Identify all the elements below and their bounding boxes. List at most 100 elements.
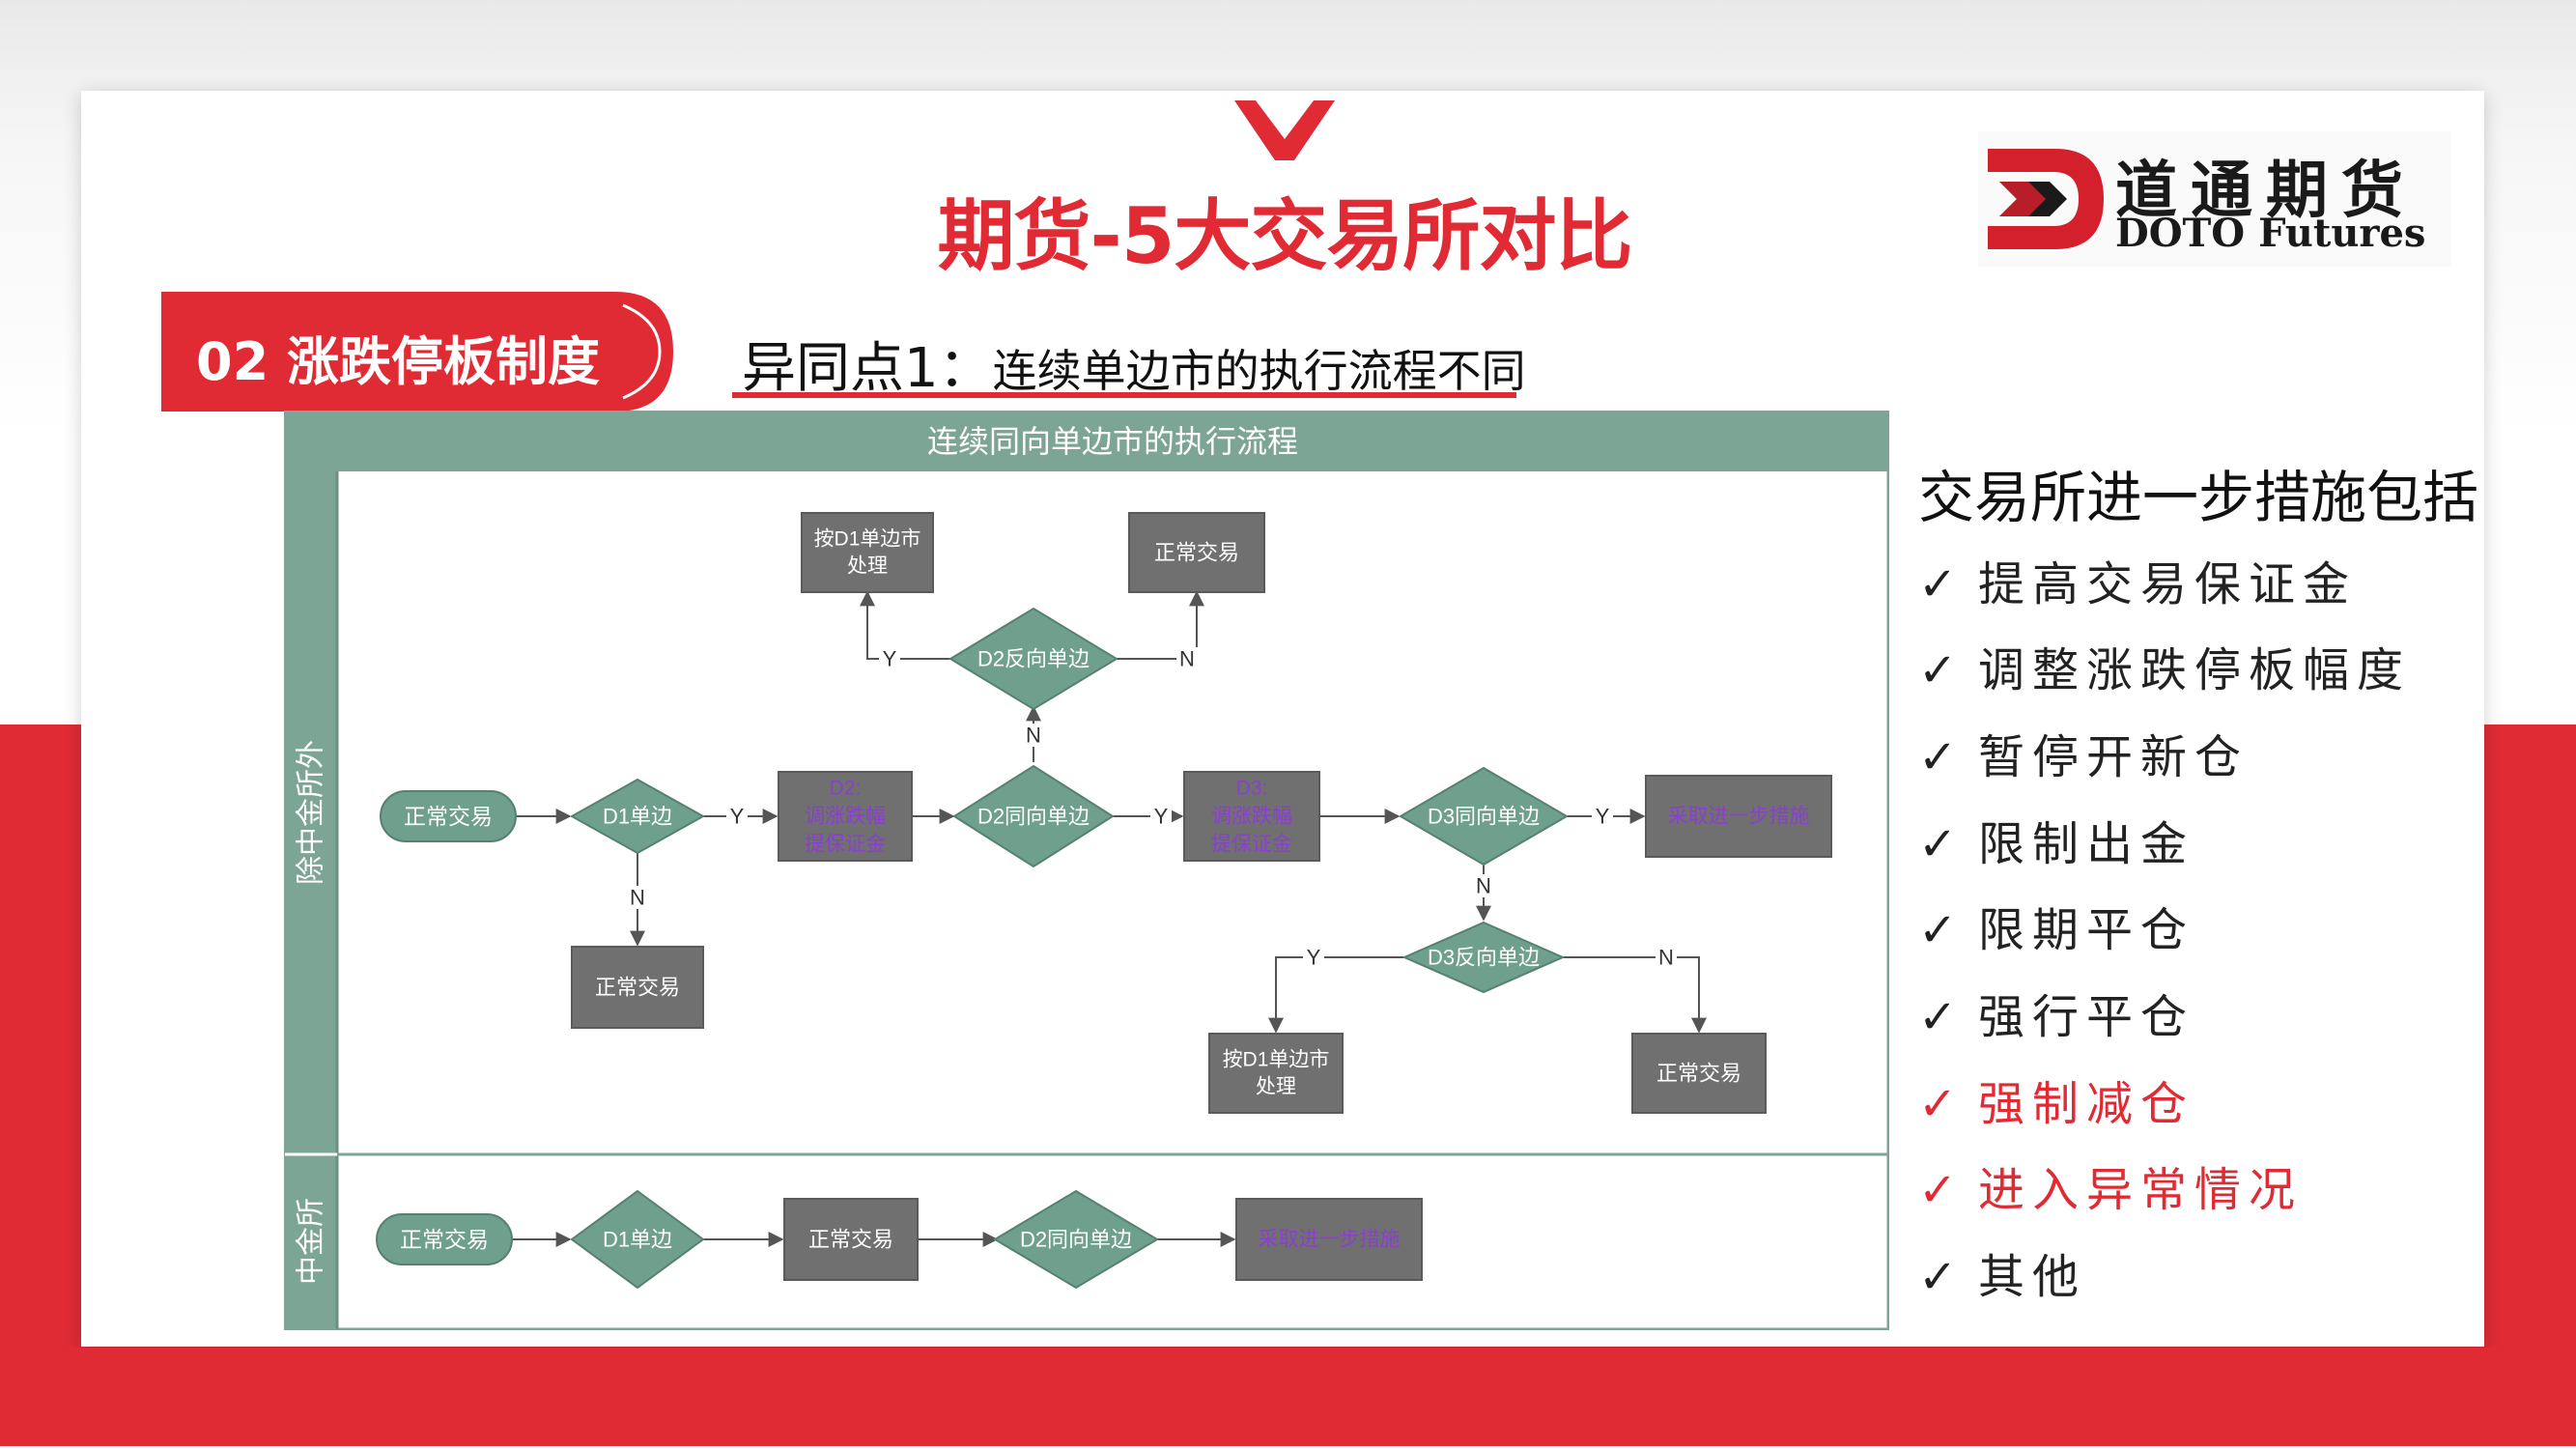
checkmark-icon: ✓ <box>1918 903 1958 957</box>
d3-action-line3: 提保证金 <box>1211 834 1292 856</box>
decision-d2-same <box>952 764 1115 868</box>
lane2-end-box <box>1235 1198 1423 1281</box>
d2-action-line2: 调涨跌幅 <box>805 806 886 828</box>
d1-no-result-box <box>571 946 704 1029</box>
subtitle-underline <box>732 392 1516 398</box>
measure-item: ✓ 其他 <box>1918 1238 2086 1306</box>
decision-d2-reverse <box>948 607 1118 711</box>
no-label: N <box>1179 647 1195 671</box>
section-label: 02 涨跌停板制度 <box>196 331 600 392</box>
decision-d3-same <box>1399 766 1569 867</box>
company-logo <box>1978 131 2451 267</box>
d2-action-line1: D2: <box>830 778 862 800</box>
measure-text: 调整涨跌停板幅度 <box>1978 643 2412 697</box>
subtitle-lead: 异同点1： <box>742 337 993 400</box>
yes-label: Y <box>730 805 745 829</box>
no-label: N <box>1658 946 1674 970</box>
d2-reverse-yes-line1: 按D1单边市 <box>814 528 921 551</box>
flowchart-lane-label-column <box>285 412 337 1329</box>
lane2-mid-box <box>783 1198 919 1281</box>
d3-reverse-yes-line2: 处理 <box>1256 1076 1296 1098</box>
measure-item: ✓ 限期平仓 <box>1918 892 2194 959</box>
measure-text: 其他 <box>1978 1250 2087 1304</box>
flowchart-header: 连续同向单边市的执行流程 <box>927 424 1298 459</box>
flowchart: 连续同向单边市的执行流程 除中金所外 中金所 Y Y Y N N Y N N Y… <box>284 411 1889 1330</box>
lane2-decision-d2-same <box>993 1189 1159 1290</box>
decision-d1 <box>569 778 706 855</box>
measure-text: 强行平仓 <box>1978 990 2195 1044</box>
d2-action-box <box>778 771 913 862</box>
decision-d2-same-label: D2同向单边 <box>977 805 1090 829</box>
measure-item: ✓暂停开新仓 <box>1918 719 2249 786</box>
d3-action-box <box>1183 771 1320 862</box>
lane2-label: 中金所 <box>296 1198 327 1285</box>
background-bottom-strip <box>0 1446 2576 1449</box>
checkmark-icon: ✓ <box>1918 557 1958 611</box>
measure-text: 限期平仓 <box>1978 903 2195 957</box>
checkmark-icon: ✓ <box>1918 1163 1958 1217</box>
measure-text: 强制减仓 <box>1978 1077 2195 1131</box>
d3-action-line1: D3: <box>1236 778 1268 800</box>
decision-d2-reverse-label: D2反向单边 <box>977 647 1090 671</box>
measure-item: ✓ 调整涨跌停板幅度 <box>1918 632 2411 699</box>
lane2-end-label: 采取进一步措施 <box>1259 1229 1401 1251</box>
flowchart-header-bar <box>285 412 1888 471</box>
decision-d3-same-label: D3同向单边 <box>1428 805 1540 829</box>
subtitle: 异同点1：连续单边市的执行流程不同 <box>742 325 1526 403</box>
lane2-start-node <box>376 1213 513 1265</box>
lane2-decision-d1-label: D1单边 <box>603 1228 672 1252</box>
d3-same-yes-label: 采取进一步措施 <box>1668 806 1810 828</box>
d3-reverse-yes-line1: 按D1单边市 <box>1223 1049 1330 1071</box>
no-label: N <box>1026 724 1041 748</box>
checkmark-icon: ✓ <box>1918 817 1958 871</box>
background-bottom-band <box>0 1348 2576 1449</box>
subtitle-rest: 连续单边市的执行流程不同 <box>992 345 1526 397</box>
decision-d3-reverse-label: D3反向单边 <box>1428 946 1540 970</box>
d2-reverse-yes-box <box>801 512 934 593</box>
measure-item: ✓ 提高交易保证金 <box>1918 546 2357 613</box>
measure-text: 进入异常情况 <box>1978 1163 2304 1217</box>
lane1-label: 除中金所外 <box>296 740 327 885</box>
checkmark-icon: ✓ <box>1918 730 1958 784</box>
d3-action-line2: 调涨跌幅 <box>1211 806 1292 828</box>
d3-same-yes-box <box>1645 775 1832 858</box>
page-title: 期货-5大交易所对比 <box>937 191 1633 281</box>
d3-reverse-no-label: 正常交易 <box>1656 1062 1741 1086</box>
measure-text: 限制出金 <box>1978 817 2195 871</box>
section-tab <box>161 292 673 412</box>
no-label: N <box>1476 874 1491 898</box>
flowchart-frame <box>284 411 1889 1330</box>
measure-item: ✓ 限制出金 <box>1918 806 2194 873</box>
logo-chinese-name: 道通期货 <box>2115 155 2417 227</box>
measure-item-highlighted: ✓ 强制减仓 <box>1918 1065 2194 1133</box>
d3-reverse-yes-box <box>1208 1033 1344 1114</box>
measure-text: 提高交易保证金 <box>1978 557 2358 611</box>
decision-d3-reverse <box>1401 921 1566 994</box>
measures-title: 交易所进一步措施包括 <box>1918 465 2479 530</box>
lane2-decision-d2-same-label: D2同向单边 <box>1020 1228 1132 1252</box>
decision-d1-label: D1单边 <box>603 805 672 829</box>
lane2-start-label: 正常交易 <box>400 1227 489 1252</box>
lane2-decision-d1 <box>570 1189 705 1290</box>
checkmark-icon: ✓ <box>1918 1077 1958 1131</box>
measure-item-highlighted: ✓ 进入异常情况 <box>1918 1151 2303 1219</box>
measure-item: ✓ 强行平仓 <box>1918 979 2194 1046</box>
logo-english-name: DOTO Futures <box>2115 211 2426 256</box>
start-node-label: 正常交易 <box>404 804 493 829</box>
d2-reverse-no-label: 正常交易 <box>1154 541 1239 565</box>
yes-label: Y <box>1307 946 1321 970</box>
d2-reverse-yes-line2: 处理 <box>847 555 888 578</box>
checkmark-icon: ✓ <box>1918 1250 1958 1304</box>
lane2-mid-label: 正常交易 <box>808 1228 893 1252</box>
chevron-down-icon <box>1234 100 1335 160</box>
d3-reverse-no-box <box>1631 1033 1767 1114</box>
d2-reverse-no-box <box>1128 512 1265 593</box>
yes-label: Y <box>883 647 897 671</box>
d2-action-line3: 提保证金 <box>805 834 886 856</box>
checkmark-icon: ✓ <box>1918 990 1958 1044</box>
d1-no-result-label: 正常交易 <box>595 976 680 1000</box>
checkmark-icon: ✓ <box>1918 643 1958 697</box>
no-label: N <box>630 886 645 910</box>
yes-label: Y <box>1596 805 1610 829</box>
start-node <box>380 790 517 842</box>
